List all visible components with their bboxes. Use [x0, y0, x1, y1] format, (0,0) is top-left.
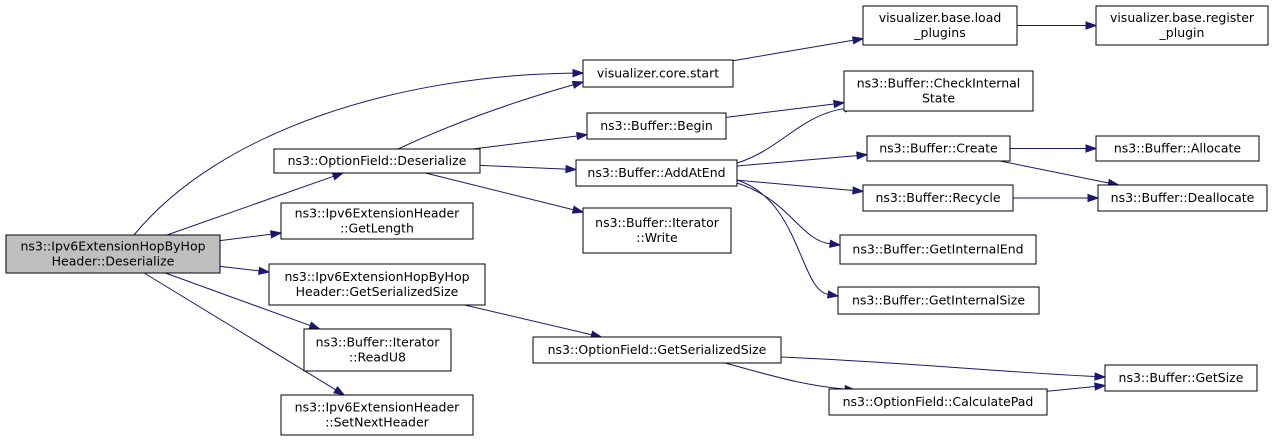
node-label: ns3::Ipv6ExtensionHeader: [295, 400, 461, 415]
node-label: State: [922, 91, 955, 106]
node-label: ns3::Buffer::Create: [879, 141, 998, 156]
node-vis-register[interactable]: visualizer.base.register_plugin: [1095, 5, 1269, 46]
node-label: ns3::Buffer::Iterator: [595, 215, 720, 230]
edge-of_getser-to-buf_getsize: [780, 356, 1107, 381]
node-buf-getsize[interactable]: ns3::Buffer::GetSize: [1104, 364, 1258, 392]
node-buf-create[interactable]: ns3::Buffer::Create: [866, 135, 1011, 162]
node-label: ns3::Buffer::CheckInternal: [857, 76, 1021, 91]
edge-root-to-hbh_getser: [219, 265, 271, 275]
node-label: ns3::Buffer::Begin: [600, 118, 713, 133]
edge-of_deser-to-buf_begin: [472, 131, 589, 150]
node-buf-allocate[interactable]: ns3::Buffer::Allocate: [1095, 135, 1260, 162]
node-label: _plugin: [1159, 25, 1205, 40]
node-vis-load[interactable]: visualizer.base.load_plugins: [862, 5, 1018, 46]
node-of-calcpad[interactable]: ns3::OptionField::CalculatePad: [828, 388, 1048, 416]
edge-buf_addatend-to-buf_getintsize: [736, 179, 840, 299]
node-hbh-getser[interactable]: ns3::Ipv6ExtensionHopByHopHeader::GetSer…: [268, 263, 486, 306]
node-of-getser[interactable]: ns3::OptionField::GetSerializedSize: [532, 336, 782, 364]
node-iter-readu8[interactable]: ns3::Buffer::Iterator::ReadU8: [303, 328, 452, 372]
node-label: ::SetNextHeader: [325, 415, 429, 430]
edge-root-to-vis_start: [133, 68, 585, 236]
node-label: ns3::Ipv6ExtensionHopByHop: [284, 269, 469, 284]
node-iter-write[interactable]: ns3::Buffer::Iterator::Write: [582, 207, 732, 254]
node-label: visualizer.base.register: [1110, 10, 1255, 25]
node-of-deser[interactable]: ns3::OptionField::Deserialize: [273, 148, 481, 174]
node-label: _plugins: [913, 25, 965, 40]
node-label: ns3::OptionField::CalculatePad: [843, 394, 1034, 409]
node-label: ns3::Ipv6ExtensionHopByHop: [20, 239, 205, 254]
edge-root-to-ipv6_getlen: [219, 230, 283, 242]
node-label: ns3::Buffer::GetInternalSize: [852, 293, 1025, 308]
node-label: ns3::Buffer::AddAtEnd: [587, 165, 725, 180]
node-buf-getend[interactable]: ns3::Buffer::GetInternalEnd: [839, 234, 1037, 265]
node-buf-recycle[interactable]: ns3::Buffer::Recycle: [862, 184, 1014, 212]
edge-of_deser-to-iter_write: [425, 172, 585, 214]
edge-of_deser-to-vis_start: [397, 80, 585, 150]
edge-of_deser-to-buf_addatend: [479, 164, 578, 174]
node-label: ::ReadU8: [349, 350, 406, 365]
node-root[interactable]: ns3::Ipv6ExtensionHopByHopHeader::Deseri…: [5, 234, 221, 274]
node-label: ns3::Buffer::Deallocate: [1111, 190, 1255, 205]
node-vis-start[interactable]: visualizer.core.start: [582, 59, 734, 88]
node-label: Header::Deserialize: [52, 254, 175, 269]
edge-vis_start-to-vis_load: [732, 36, 865, 62]
node-label: ns3::Buffer::GetInternalEnd: [852, 242, 1023, 257]
node-label: ::Write: [636, 230, 678, 245]
edge-buf_recycle-to-buf_dealloc: [1012, 193, 1100, 203]
node-buf-begin[interactable]: ns3::Buffer::Begin: [586, 112, 727, 140]
node-label: ns3::Buffer::Allocate: [1114, 141, 1242, 156]
edge-buf_begin-to-buf_check: [725, 99, 846, 118]
node-ipv6-getlen[interactable]: ns3::Ipv6ExtensionHeader::GetLength: [280, 202, 474, 240]
node-buf-addatend[interactable]: ns3::Buffer::AddAtEnd: [575, 159, 738, 187]
edge-buf_addatend-to-buf_getend: [736, 182, 842, 248]
node-label: ns3::Buffer::Iterator: [316, 335, 441, 350]
node-label: Header::GetSerializedSize: [296, 284, 459, 299]
node-ipv6-setnext[interactable]: ns3::Ipv6ExtensionHeader::SetNextHeader: [280, 394, 474, 436]
edge-vis_load-to-vis_register: [1017, 21, 1098, 30]
node-label: visualizer.base.load: [879, 10, 1002, 25]
edge-buf_addatend-to-buf_create: [736, 151, 869, 167]
edge-root-to-ipv6_setnext: [143, 272, 346, 396]
node-label: ns3::Buffer::GetSize: [1119, 370, 1244, 385]
node-label: visualizer.core.start: [597, 66, 719, 81]
node-label: ns3::OptionField::Deserialize: [288, 153, 467, 168]
call-graph-nodes: ns3::Ipv6ExtensionHopByHopHeader::Deseri…: [5, 5, 1269, 436]
node-label: ns3::Ipv6ExtensionHeader: [295, 206, 461, 221]
edge-buf_addatend-to-buf_recycle: [736, 179, 865, 195]
node-label: ns3::Buffer::Recycle: [875, 190, 1000, 205]
edge-buf_create-to-buf_allocate: [1010, 144, 1098, 153]
call-graph-edges: [133, 21, 1120, 396]
node-buf-dealloc[interactable]: ns3::Buffer::Deallocate: [1097, 184, 1268, 212]
edge-hbh_getser-to-of_getser: [464, 304, 603, 339]
node-label: ::GetLength: [340, 221, 414, 236]
node-label: ns3::OptionField::GetSerializedSize: [548, 342, 767, 357]
edge-buf_create-to-buf_dealloc: [1000, 160, 1120, 188]
edge-of_getser-to-of_calcpad: [724, 362, 857, 394]
edge-root-to-iter_readu8: [165, 272, 322, 330]
edge-of_calcpad-to-buf_getsize: [1046, 382, 1107, 392]
node-buf-getintsize[interactable]: ns3::Buffer::GetInternalSize: [837, 286, 1040, 315]
